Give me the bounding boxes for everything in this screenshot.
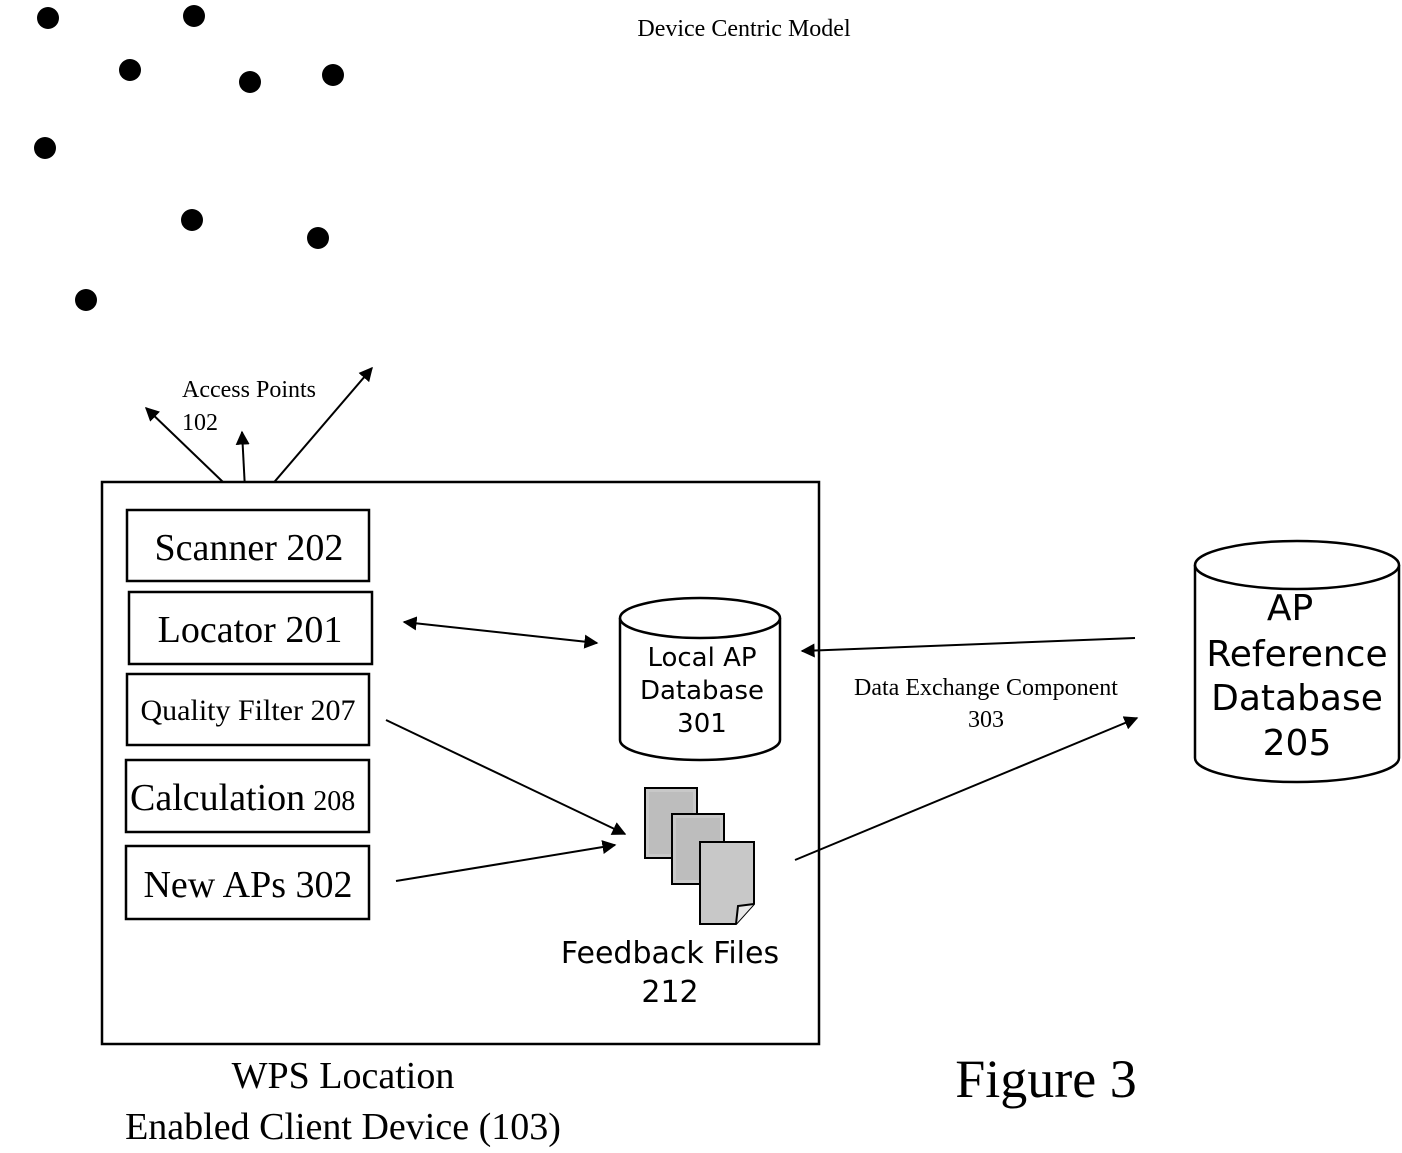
device-caption-line1: WPS Location xyxy=(232,1055,455,1097)
radio-tower-icon xyxy=(17,137,73,238)
radio-tower-icon xyxy=(20,7,76,108)
access-point-towers xyxy=(17,5,361,390)
quality-filter-label: Quality Filter 207 xyxy=(141,694,356,727)
ap-reference-database: AP Reference Database 205 xyxy=(1193,539,1401,784)
feedback-to-reference-arrow xyxy=(794,716,1139,861)
feedback-files-number: 212 xyxy=(641,975,698,1010)
reference-to-local-arrow xyxy=(800,637,1136,658)
radio-tower-icon xyxy=(102,59,158,160)
local-db-line3: 301 xyxy=(677,709,727,739)
scanner-box: Scanner 202 xyxy=(125,508,371,583)
new-aps-box: New APs 302 xyxy=(124,844,371,921)
reference-db-line2: Reference xyxy=(1206,634,1387,675)
radio-tower-icon xyxy=(222,71,278,172)
local-ap-database: Local AP Database 301 xyxy=(618,596,782,762)
locator-box: Locator 201 xyxy=(127,590,374,666)
database-cylinder-icon xyxy=(618,596,782,640)
data-exchange-number: 303 xyxy=(968,707,1004,733)
local-db-line1: Local AP xyxy=(647,643,756,673)
access-points-label: Access Points xyxy=(182,377,316,403)
radio-tower-icon xyxy=(305,64,361,165)
radio-tower-icon xyxy=(166,5,222,106)
locator-label: Locator 201 xyxy=(158,609,343,651)
radio-tower-icon xyxy=(164,209,220,310)
access-points-number: 102 xyxy=(182,410,218,436)
document-stack-icon xyxy=(644,787,755,925)
scanner-label: Scanner 202 xyxy=(155,527,344,569)
quality-filter-feedback-arrow xyxy=(385,719,627,835)
calculation-label: Calculation 208 xyxy=(130,777,355,819)
local-db-line2: Database xyxy=(640,676,764,706)
radio-tower-icon xyxy=(290,227,346,328)
calculation-number: 208 xyxy=(313,786,355,817)
new-aps-feedback-arrow xyxy=(395,840,617,882)
calculation-text: Calculation xyxy=(130,777,305,819)
feedback-files-label: Feedback Files xyxy=(561,936,779,971)
reference-db-line3: Database xyxy=(1211,678,1383,719)
radio-tower-icon xyxy=(58,289,114,390)
reference-db-line1: AP xyxy=(1267,588,1313,629)
reference-db-line4: 205 xyxy=(1263,723,1332,764)
new-aps-label: New APs 302 xyxy=(143,864,352,906)
diagram-title: Device Centric Model xyxy=(637,16,851,42)
locator-database-arrow xyxy=(402,616,599,649)
figure-label: Figure 3 xyxy=(955,1049,1137,1109)
device-caption-line2: Enabled Client Device (103) xyxy=(125,1106,561,1148)
database-cylinder-icon xyxy=(1193,539,1401,591)
calculation-box: Calculation 208 xyxy=(124,758,371,834)
data-exchange-label: Data Exchange Component xyxy=(854,675,1118,701)
quality-filter-box: Quality Filter 207 xyxy=(125,672,371,747)
